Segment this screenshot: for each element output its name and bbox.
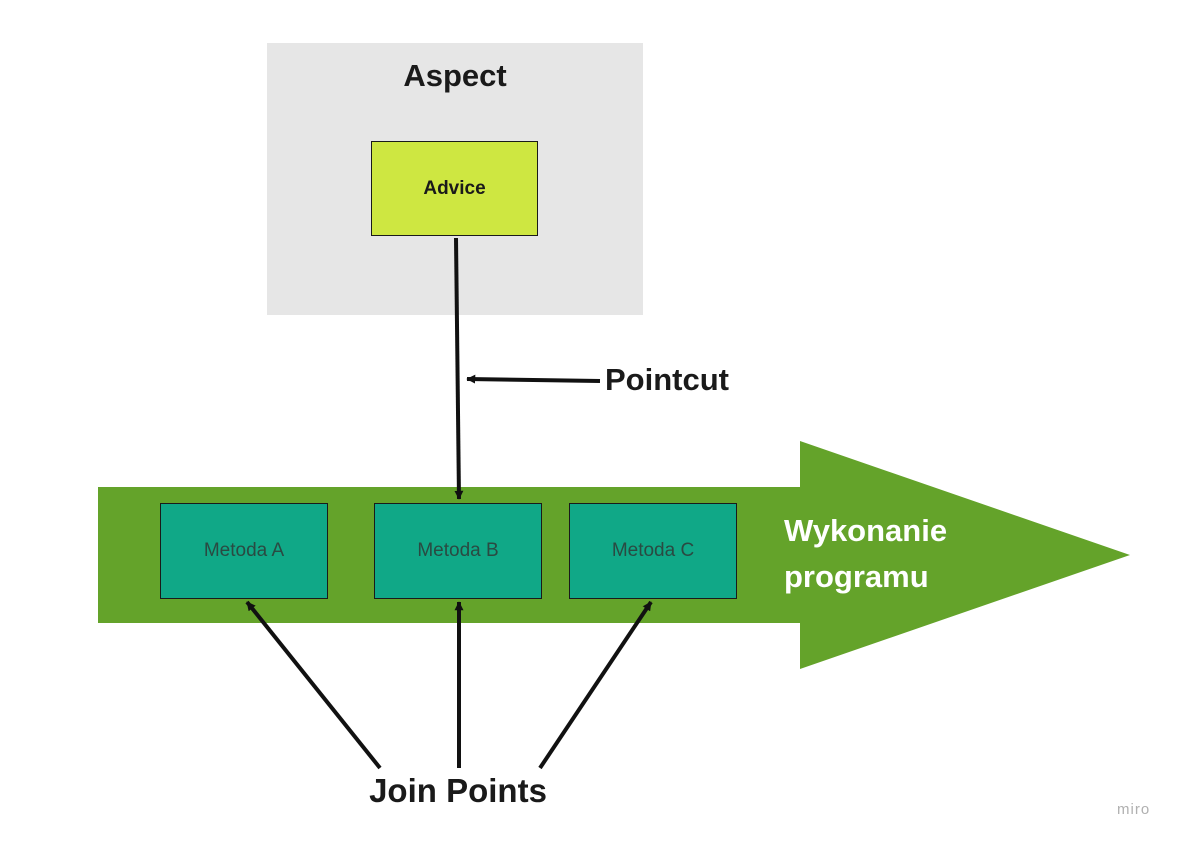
method-box-a: Metoda A: [160, 503, 328, 599]
pointcut-arrow: [466, 374, 601, 384]
method-box-b: Metoda B: [374, 503, 542, 599]
program-execution-label-line2: programu: [784, 559, 929, 594]
miro-watermark: miro: [1117, 801, 1151, 818]
advice-box: Advice: [371, 141, 538, 236]
join-points-label: Join Points: [369, 772, 547, 809]
pointcut-label: Pointcut: [605, 362, 729, 397]
method-box-c: Metoda C: [569, 503, 737, 599]
pointcut-connector: [454, 237, 464, 500]
program-execution-label-line1: Wykonanie: [784, 513, 948, 548]
join-point-arrow-a: [245, 600, 382, 770]
program-execution-label: Wykonanie programu: [784, 508, 1044, 600]
aspect-title: Aspect: [403, 58, 507, 93]
join-point-arrow-c: [538, 600, 653, 770]
